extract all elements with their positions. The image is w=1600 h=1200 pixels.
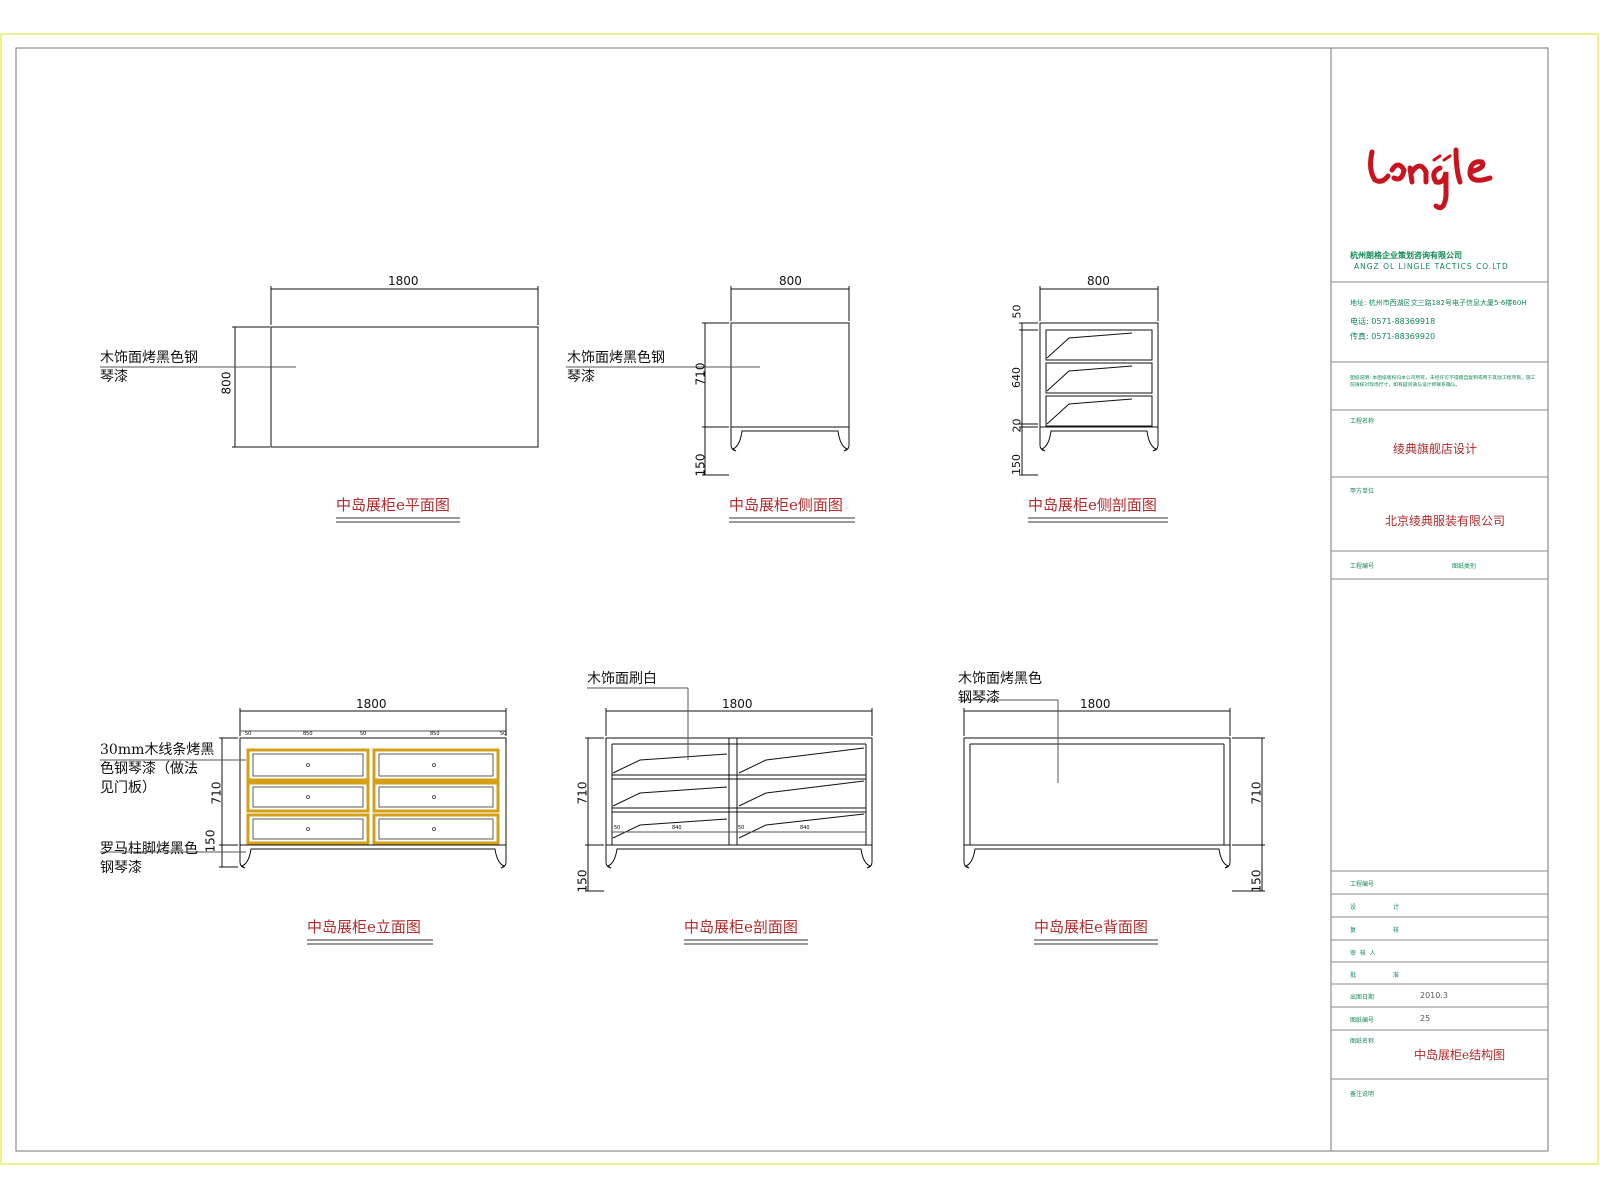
front-view-title: 中岛展柜e立面图	[307, 918, 421, 936]
section-view-title: 中岛展柜e剖面图	[684, 918, 798, 936]
remark-label: 备注说明	[1350, 1091, 1375, 1098]
front-seg-c: 50	[360, 731, 367, 737]
side-material-note: 木饰面烤黑色钢 琴漆	[567, 350, 665, 385]
front-seg-e: 50	[500, 731, 507, 737]
front-width-dim: 1800	[356, 697, 387, 711]
section-inner-d: 840	[800, 825, 810, 831]
section-height-dim: 710	[575, 781, 590, 805]
company-address: 地址: 杭州市西湖区文三路182号电子信息大厦5-6楼60H	[1350, 299, 1527, 307]
section-leg-dim: 150	[575, 869, 590, 893]
section-side-leg-dim: 150	[1010, 454, 1023, 475]
plan-material-note: 木饰面烤黑色钢 琴漆	[100, 350, 198, 385]
row-check-a: 复	[1350, 927, 1357, 934]
side-view-title: 中岛展柜e侧面图	[729, 496, 843, 514]
client-label: 甲方单位	[1350, 488, 1375, 495]
side-leg-dim: 150	[693, 453, 708, 477]
side-width-dim: 800	[779, 274, 802, 288]
sheet-value: 25	[1420, 1014, 1431, 1023]
drawing-number-label: 工程编号	[1350, 563, 1375, 570]
section-material-note: 木饰面刷白	[587, 671, 657, 687]
section-inner-a: 50	[614, 825, 621, 831]
back-width-dim: 1800	[1080, 697, 1111, 711]
project-label: 工程名称	[1350, 418, 1375, 425]
row-review: 审 核 人	[1350, 950, 1376, 957]
section-width-dim: 1800	[722, 697, 753, 711]
stage-label: 图纸类别	[1452, 563, 1477, 570]
company-name-en: ANGZ OL LINGLE TACTICS CO.LTD	[1354, 262, 1509, 271]
date-label: 出图日期	[1350, 994, 1375, 1001]
section-inner-c: 50	[738, 825, 745, 831]
date-value: 2010.3	[1420, 991, 1448, 1000]
front-seg-d: 850	[430, 731, 440, 737]
front-seg-a: 50	[245, 731, 252, 737]
plan-width-dim: 1800	[388, 274, 419, 288]
section-side-gap-dim: 20	[1010, 418, 1024, 433]
back-height-dim: 710	[1249, 781, 1264, 805]
row-design-b: 计	[1393, 904, 1400, 911]
sign-header: 工程编号	[1350, 881, 1375, 888]
front-leg-note: 罗马柱脚烤黑色 钢琴漆	[100, 841, 198, 876]
sheet-label: 图纸编号	[1350, 1017, 1375, 1024]
company-tel: 电话: 0571-88369918	[1350, 317, 1436, 326]
front-seg-b: 850	[303, 731, 313, 737]
row-approve-b: 准	[1393, 972, 1400, 979]
side-section-title: 中岛展柜e侧剖面图	[1028, 496, 1157, 514]
section-inner-b: 840	[672, 825, 682, 831]
logo-mark	[1368, 147, 1493, 211]
back-leg-dim: 150	[1249, 869, 1264, 893]
row-approve-a: 批	[1350, 972, 1357, 979]
client-name: 北京绫典服装有限公司	[1385, 514, 1506, 528]
side-height-dim: 710	[693, 362, 708, 386]
plan-view-title: 中岛展柜e平面图	[336, 496, 450, 514]
back-view-title: 中岛展柜e背面图	[1034, 918, 1148, 936]
back-material-note: 木饰面烤黑色 钢琴漆	[958, 671, 1042, 706]
row-check-b: 核	[1393, 927, 1400, 934]
project-name: 绫典旗舰店设计	[1393, 442, 1478, 456]
section-side-body-dim: 640	[1010, 367, 1023, 388]
copyright-notice: 图纸说明: 本图纸版权归本公司所有，未经许可不得擅自复制或用于其他工程项目。施工…	[1350, 376, 1536, 388]
section-side-width-dim: 800	[1087, 274, 1110, 288]
company-fax: 传真: 0571-88369920	[1350, 332, 1436, 341]
section-side-top-dim: 50	[1010, 304, 1024, 319]
front-trim-note: 30mm木线条烤黑 色钢琴漆（做法 见门板）	[100, 742, 215, 796]
plan-depth-dim: 800	[219, 371, 234, 395]
row-design-a: 设	[1350, 904, 1357, 911]
front-leg-dim: 150	[203, 829, 218, 853]
drawing-name-label: 图纸名称	[1350, 1038, 1375, 1045]
drawing-name: 中岛展柜e结构图	[1414, 1048, 1506, 1062]
company-name-cn: 杭州朗格企业策划咨询有限公司	[1350, 251, 1462, 260]
